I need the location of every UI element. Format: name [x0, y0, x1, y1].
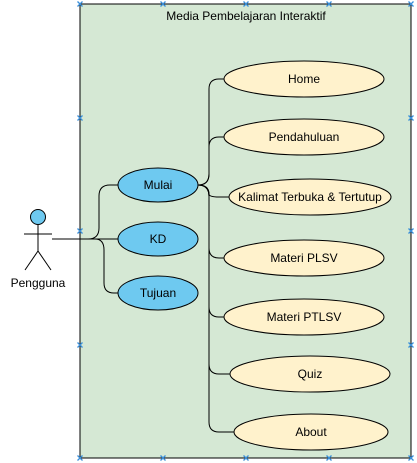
use-case-quiz: Quiz [229, 355, 391, 393]
use-case-kalimat-label: Kalimat Terbuka & Tertutup [238, 190, 382, 204]
use-case-kd-shape [117, 221, 199, 257]
use-case-plsv-label: Materi PLSV [270, 251, 337, 265]
use-case-ptlsv-shape [223, 298, 385, 336]
actor-leg-right [37, 250, 52, 271]
use-case-home: Home [223, 60, 385, 98]
use-case-pendahuluan-shape [223, 118, 385, 156]
actor-pengguna [24, 209, 52, 271]
use-case-about-label: About [295, 425, 327, 439]
use-case-tujuan-shape [117, 275, 199, 311]
use-case-about: About [233, 413, 389, 451]
use-case-plsv: Materi PLSV [223, 239, 385, 277]
use-case-kalimat: Kalimat Terbuka & Tertutup [228, 178, 392, 216]
handle-3 [326, 1, 332, 7]
handle-5 [77, 115, 83, 121]
handle-10 [408, 342, 414, 348]
connectors [52, 78, 234, 433]
use-case-home-label: Home [288, 72, 320, 86]
use-case-kd-label: KD [150, 232, 167, 246]
handle-2 [243, 1, 249, 7]
selection-handles [77, 1, 414, 461]
handle-0 [77, 1, 83, 7]
use-case-kd: KD [117, 221, 199, 257]
connector-mulai-pendahuluan [197, 136, 224, 186]
connector-actor-mulai [52, 184, 119, 240]
handle-11 [77, 455, 83, 461]
handle-12 [160, 455, 166, 461]
use-case-pendahuluan-label: Pendahuluan [269, 130, 340, 144]
handle-9 [77, 342, 83, 348]
handle-14 [326, 455, 332, 461]
use-case-mulai-label: Mulai [144, 178, 173, 192]
handle-6 [408, 115, 414, 121]
handle-4 [408, 1, 414, 7]
handle-1 [160, 1, 166, 7]
handle-8 [408, 228, 414, 234]
connector-mulai-about [197, 184, 234, 433]
system-title: Media Pembelajaran Interaktif [166, 9, 326, 23]
use-case-mulai-shape [117, 167, 199, 203]
use-case-home-shape [223, 60, 385, 98]
use-case-ptlsv: Materi PTLSV [223, 298, 385, 336]
use-case-mulai: Mulai [117, 167, 199, 203]
use-case-tujuan-label: Tujuan [140, 286, 176, 300]
actor-label: Pengguna [11, 276, 66, 290]
use-case-plsv-shape [223, 239, 385, 277]
use-case-about-shape [233, 413, 389, 451]
use-case-quiz-shape [229, 355, 391, 393]
handle-7 [77, 228, 83, 234]
actor-leg-left [24, 250, 39, 271]
use-case-kalimat-shape [228, 178, 392, 216]
use-case-pendahuluan: Pendahuluan [223, 118, 385, 156]
handle-13 [243, 455, 249, 461]
use-case-quiz-label: Quiz [298, 367, 323, 381]
use-case-tujuan: Tujuan [117, 275, 199, 311]
use-case-ptlsv-label: Materi PTLSV [267, 310, 342, 324]
connector-actor-tujuan [52, 238, 119, 294]
handle-15 [408, 455, 414, 461]
actor-head [30, 209, 46, 225]
